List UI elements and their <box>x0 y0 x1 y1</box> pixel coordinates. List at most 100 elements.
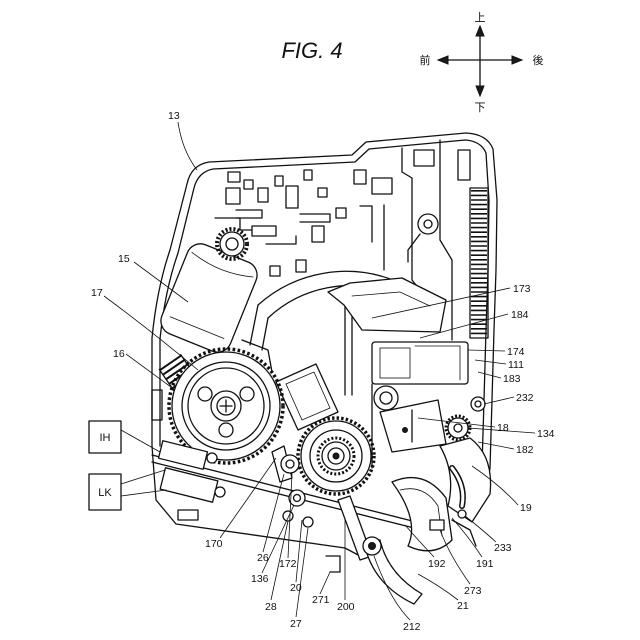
sector-pin <box>458 510 466 518</box>
worm-wheel-hole <box>198 387 212 401</box>
rib <box>372 178 392 194</box>
reference-numeral-170: 170 <box>205 538 223 550</box>
roller <box>374 386 398 410</box>
leader-line <box>296 520 302 582</box>
orientation-indicator: 上 下 前 後 <box>420 11 544 114</box>
rib <box>296 260 306 272</box>
lk-connection <box>121 490 166 496</box>
rib <box>266 236 296 244</box>
reference-numeral-192: 192 <box>428 558 446 570</box>
reference-numeral-134: 134 <box>537 428 555 440</box>
frame-boss <box>414 150 434 166</box>
reference-numeral-191: 191 <box>476 558 494 570</box>
reference-numeral-200: 200 <box>337 601 355 613</box>
cam-plate-dot <box>403 428 408 433</box>
right-frame-member <box>402 148 420 290</box>
reference-numeral-174: 174 <box>507 346 525 358</box>
reference-numeral-233: 233 <box>494 542 512 554</box>
reference-numeral-13: 13 <box>168 110 180 122</box>
reference-numeral-212: 212 <box>403 621 421 633</box>
small-gear-body <box>448 418 468 438</box>
reference-numeral-232: 232 <box>516 392 534 404</box>
link-lever-tab <box>430 520 444 530</box>
output-gear-shaft <box>333 453 339 459</box>
bottom-bracket <box>452 520 476 546</box>
reference-numeral-184: 184 <box>511 309 529 321</box>
leader-line <box>452 518 482 557</box>
reference-numeral-20: 20 <box>290 582 302 594</box>
frame-boss <box>458 150 470 180</box>
reference-numeral-15: 15 <box>118 253 130 265</box>
sector-edge <box>250 305 258 345</box>
rib <box>300 214 330 222</box>
frame-arm <box>408 234 420 262</box>
output-gear <box>298 418 374 494</box>
leader-line <box>478 372 501 378</box>
rib <box>354 170 366 184</box>
reference-numeral-18: 18 <box>497 422 509 434</box>
release-lever-pivot <box>369 543 376 550</box>
rib <box>226 188 240 204</box>
lk-connection <box>121 470 165 484</box>
rib <box>258 188 268 202</box>
down-label: 下 <box>475 101 486 114</box>
link-lever-body <box>392 478 452 551</box>
reference-numeral-183: 183 <box>503 373 521 385</box>
up-arrowhead <box>476 26 484 36</box>
leader-line <box>418 574 458 600</box>
ih-label: IH <box>100 432 111 444</box>
rib <box>312 226 324 242</box>
ih-block: IH <box>89 421 160 453</box>
reference-numeral-173: 173 <box>513 283 531 295</box>
reference-numeral-21: 21 <box>457 600 469 612</box>
front-arrowhead <box>438 56 448 64</box>
switch-clip <box>178 510 198 520</box>
pin <box>283 511 293 521</box>
leader-line <box>468 350 505 351</box>
rib <box>286 186 298 208</box>
reference-numeral-182: 182 <box>516 444 534 456</box>
rib <box>360 206 372 242</box>
idler <box>281 455 299 473</box>
rib <box>304 170 312 180</box>
switch-pin <box>207 453 217 463</box>
rib <box>270 266 280 276</box>
motor-body <box>157 240 262 357</box>
down-arrowhead <box>476 86 484 96</box>
reference-numeral-27: 27 <box>290 618 302 630</box>
worm-wheel-hole <box>240 387 254 401</box>
reference-numeral-136: 136 <box>251 573 269 585</box>
stopper <box>471 397 485 411</box>
rib <box>215 218 252 230</box>
rear-arrowhead <box>512 56 522 64</box>
motor <box>157 240 262 357</box>
worm-wheel-hole <box>219 423 233 437</box>
pin <box>303 517 313 527</box>
reference-numeral-271: 271 <box>312 594 330 606</box>
rib <box>336 208 346 218</box>
switch-pin <box>215 487 225 497</box>
up-label: 上 <box>475 11 486 24</box>
rib <box>236 210 262 218</box>
reference-numeral-16: 16 <box>113 348 125 360</box>
reference-numeral-172: 172 <box>279 558 297 570</box>
small-gear <box>446 416 470 440</box>
leader-line <box>320 572 330 594</box>
housing-foot <box>326 556 340 572</box>
leader-line <box>220 458 276 538</box>
reference-numeral-28: 28 <box>265 601 277 613</box>
reference-numeral-111: 111 <box>508 359 524 371</box>
leader-line <box>478 442 514 449</box>
rib <box>244 180 253 189</box>
reference-numeral-17: 17 <box>91 287 103 299</box>
switch-body <box>160 468 218 502</box>
pinion-body <box>220 232 244 256</box>
reference-numeral-273: 273 <box>464 585 482 597</box>
rib <box>228 172 240 182</box>
rear-label: 後 <box>533 53 544 67</box>
reference-numeral-19: 19 <box>520 502 532 514</box>
leader-line <box>178 122 197 170</box>
sector-edge <box>262 318 268 350</box>
rib <box>252 226 276 236</box>
